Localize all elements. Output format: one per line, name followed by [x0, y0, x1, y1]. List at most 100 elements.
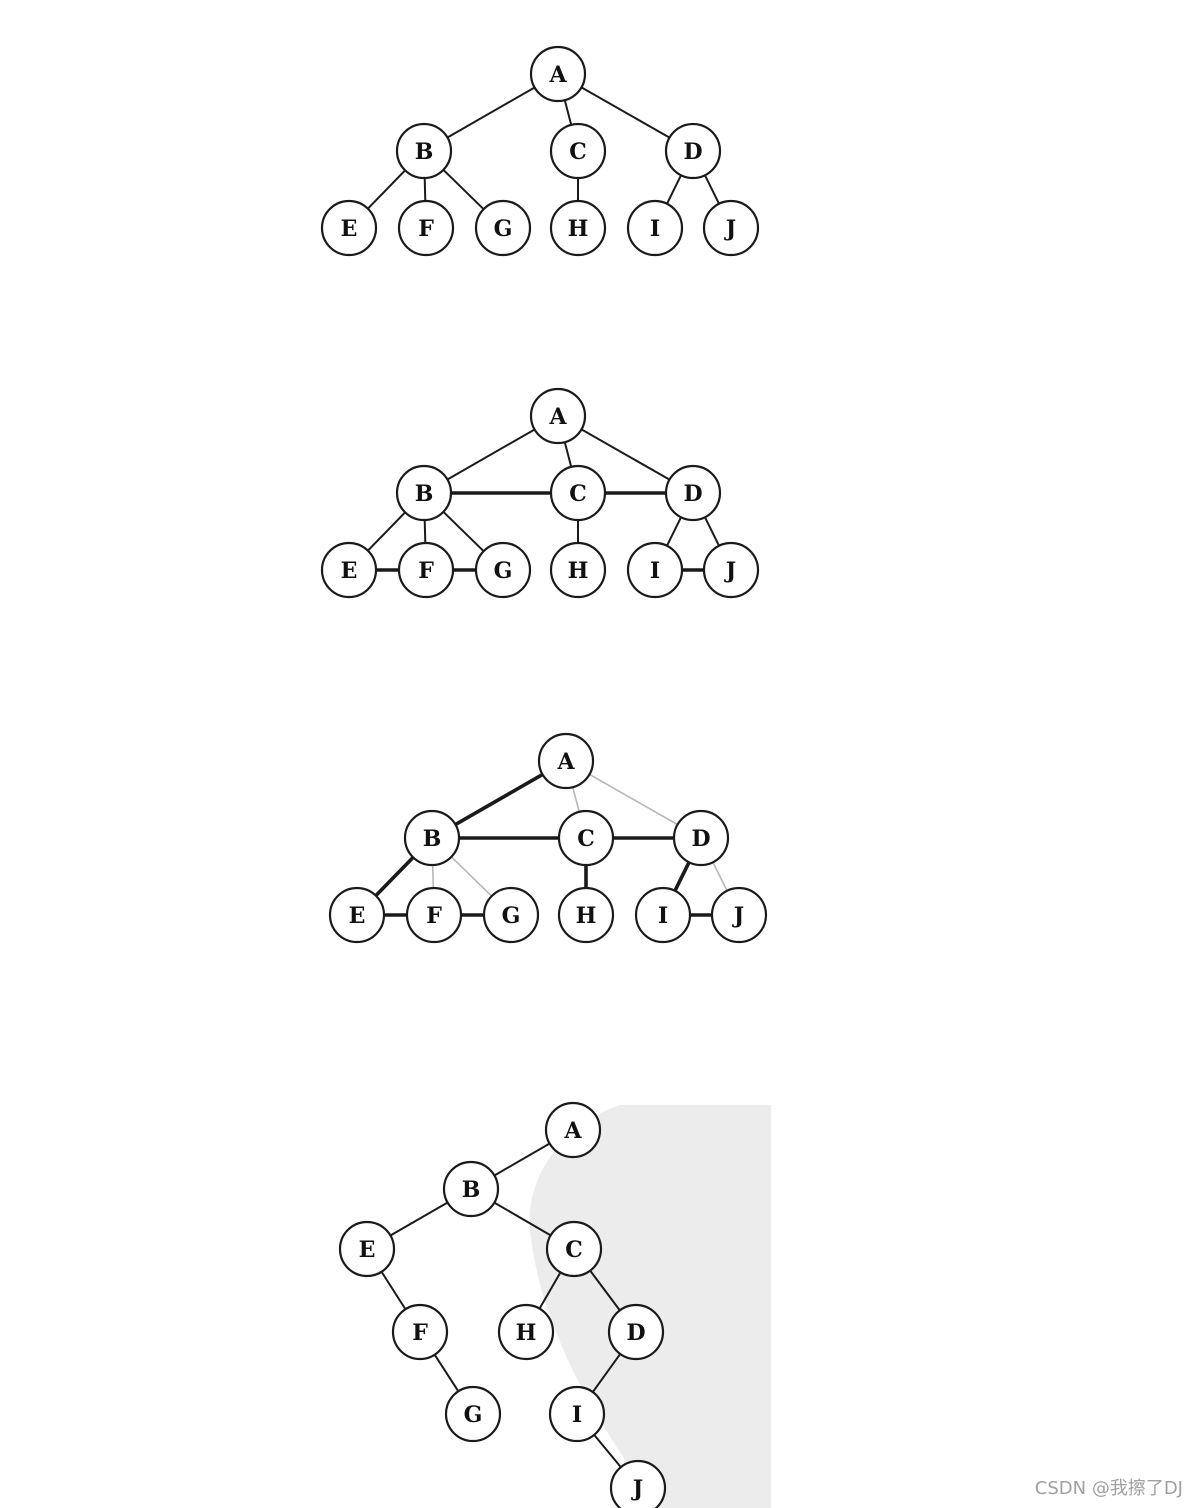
edge-A-D — [580, 428, 671, 481]
seal-background — [529, 1105, 771, 1508]
edge-B-E — [389, 1201, 449, 1237]
node-c: C — [545, 1220, 603, 1278]
node-label: H — [516, 1320, 537, 1346]
node-b: B — [395, 464, 453, 522]
node-circle — [672, 809, 730, 867]
node-a: A — [544, 1101, 602, 1159]
node-label: J — [732, 903, 744, 929]
node-label: I — [650, 216, 660, 242]
node-circle — [397, 541, 455, 599]
node-i: I — [626, 199, 684, 257]
node-label: D — [683, 481, 702, 507]
edge-B-F — [423, 519, 427, 544]
node-circle — [607, 1303, 665, 1361]
node-label: J — [631, 1476, 643, 1502]
edge-F-G — [433, 1354, 460, 1392]
node-label: C — [577, 826, 595, 852]
node-g: G — [474, 541, 532, 599]
node-circle — [609, 1459, 667, 1508]
node-f: F — [405, 886, 463, 944]
node-label: D — [691, 826, 710, 852]
node-g: G — [474, 199, 532, 257]
node-label: H — [568, 216, 589, 242]
edge-B-E — [367, 169, 406, 210]
edges-layer — [367, 86, 728, 1468]
node-circle — [328, 886, 386, 944]
diagram-binary-tree: A B CD E F G H I J — [338, 1101, 667, 1508]
node-circle — [497, 1303, 555, 1361]
watermark-text: CSDN @我擦了DJ — [1034, 1478, 1183, 1499]
node-i: I — [626, 541, 684, 599]
node-label: E — [341, 216, 358, 242]
node-circle — [545, 1220, 603, 1278]
node-a: A — [529, 387, 587, 445]
node-label: F — [426, 903, 442, 929]
node-label: H — [568, 558, 589, 584]
node-label: J — [724, 216, 736, 242]
node-d: D — [607, 1303, 665, 1361]
node-label: I — [572, 1402, 582, 1428]
node-label: F — [412, 1320, 428, 1346]
node-i: I — [634, 886, 692, 944]
node-h: H — [557, 886, 615, 944]
node-circle — [320, 199, 378, 257]
node-c: C — [549, 464, 607, 522]
node-c: C — [549, 122, 607, 180]
node-label: G — [494, 558, 513, 584]
node-label: E — [349, 903, 366, 929]
edge-E-F — [380, 1271, 407, 1310]
node-c: C — [557, 809, 615, 867]
edge-A-C — [563, 441, 573, 468]
node-i: I — [548, 1385, 606, 1443]
node-h: H — [497, 1303, 555, 1361]
edge-A-D — [580, 86, 671, 139]
node-label: F — [418, 216, 434, 242]
node-circle — [482, 886, 540, 944]
removed-edge-B-G — [450, 856, 493, 897]
removed-edge-A-C — [572, 786, 580, 813]
node-circle — [474, 199, 532, 257]
edge-I-J — [593, 1434, 622, 1468]
edge-D-J — [704, 516, 720, 547]
node-d: D — [672, 809, 730, 867]
node-circle — [557, 886, 615, 944]
node-label: G — [464, 1402, 483, 1428]
node-label: G — [494, 216, 513, 242]
node-label: B — [462, 1177, 481, 1203]
node-circle — [544, 1101, 602, 1159]
node-label: A — [556, 749, 575, 775]
kept-edge-D-I — [673, 861, 691, 892]
node-circle — [634, 886, 692, 944]
node-d: D — [664, 122, 722, 180]
node-j: J — [710, 886, 768, 944]
node-label: D — [683, 139, 702, 165]
node-j: J — [609, 1459, 667, 1508]
node-h: H — [549, 199, 607, 257]
node-circle — [664, 122, 722, 180]
node-label: A — [548, 62, 567, 88]
edge-A-B — [446, 428, 536, 481]
edge-A-C — [563, 99, 573, 126]
node-circle — [702, 541, 760, 599]
node-circle — [549, 199, 607, 257]
kept-edge-A-B — [454, 772, 544, 827]
node-circle — [444, 1385, 502, 1443]
node-circle — [320, 541, 378, 599]
node-circle — [405, 886, 463, 944]
node-circle — [626, 199, 684, 257]
node-label: I — [650, 558, 660, 584]
node-e: E — [328, 886, 386, 944]
edge-B-C — [493, 1201, 552, 1237]
node-a: A — [537, 732, 595, 790]
removed-edge-B-F — [431, 864, 435, 889]
node-label: A — [563, 1118, 582, 1144]
node-label: B — [415, 481, 434, 507]
node-g: G — [444, 1385, 502, 1443]
node-circle — [397, 199, 455, 257]
node-h: H — [549, 541, 607, 599]
node-circle — [529, 45, 587, 103]
node-e: E — [338, 1220, 396, 1278]
